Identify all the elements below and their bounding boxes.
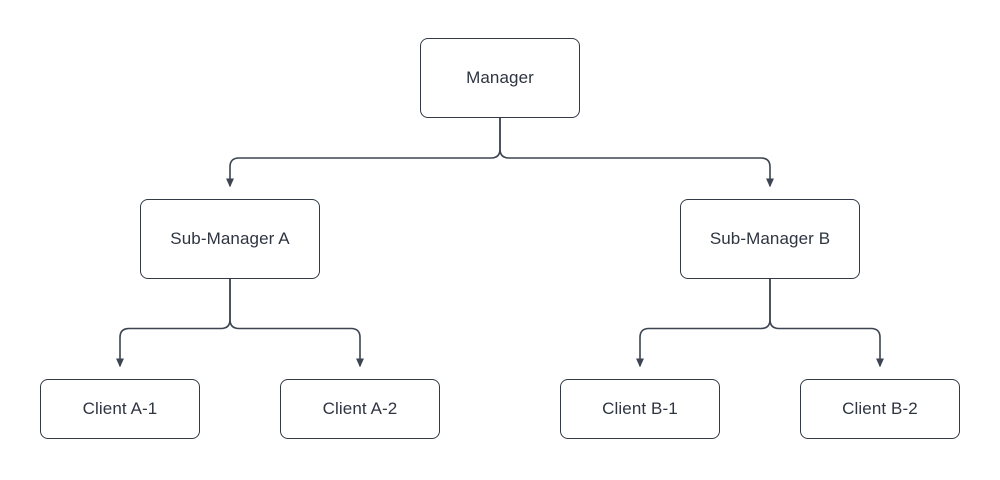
edge-sub-a-client-a2	[229, 279, 364, 368]
node-sub-manager-a[interactable]: Sub-Manager A	[140, 199, 320, 279]
edge-sub-a-client-a1	[116, 279, 231, 368]
node-client-a-1-label: Client A-1	[82, 398, 158, 418]
edge-sub-b-client-b2	[769, 279, 884, 368]
node-client-a-2-label: Client A-2	[322, 398, 398, 418]
node-client-b-2-label: Client B-2	[842, 398, 918, 418]
node-client-b-2[interactable]: Client B-2	[800, 379, 960, 439]
node-sub-manager-b[interactable]: Sub-Manager B	[680, 199, 860, 279]
node-manager-label: Manager	[466, 67, 534, 87]
node-sub-manager-a-label: Sub-Manager A	[170, 228, 290, 248]
node-client-b-1-label: Client B-1	[602, 398, 678, 418]
edge-sub-b-client-b1	[636, 279, 771, 368]
edge-manager-sub-b	[499, 118, 774, 188]
node-client-b-1[interactable]: Client B-1	[560, 379, 720, 439]
node-sub-manager-b-label: Sub-Manager B	[709, 228, 831, 248]
node-client-a-2[interactable]: Client A-2	[280, 379, 440, 439]
node-client-a-1[interactable]: Client A-1	[40, 379, 200, 439]
edge-manager-sub-a	[226, 118, 501, 188]
node-manager[interactable]: Manager	[420, 38, 580, 118]
